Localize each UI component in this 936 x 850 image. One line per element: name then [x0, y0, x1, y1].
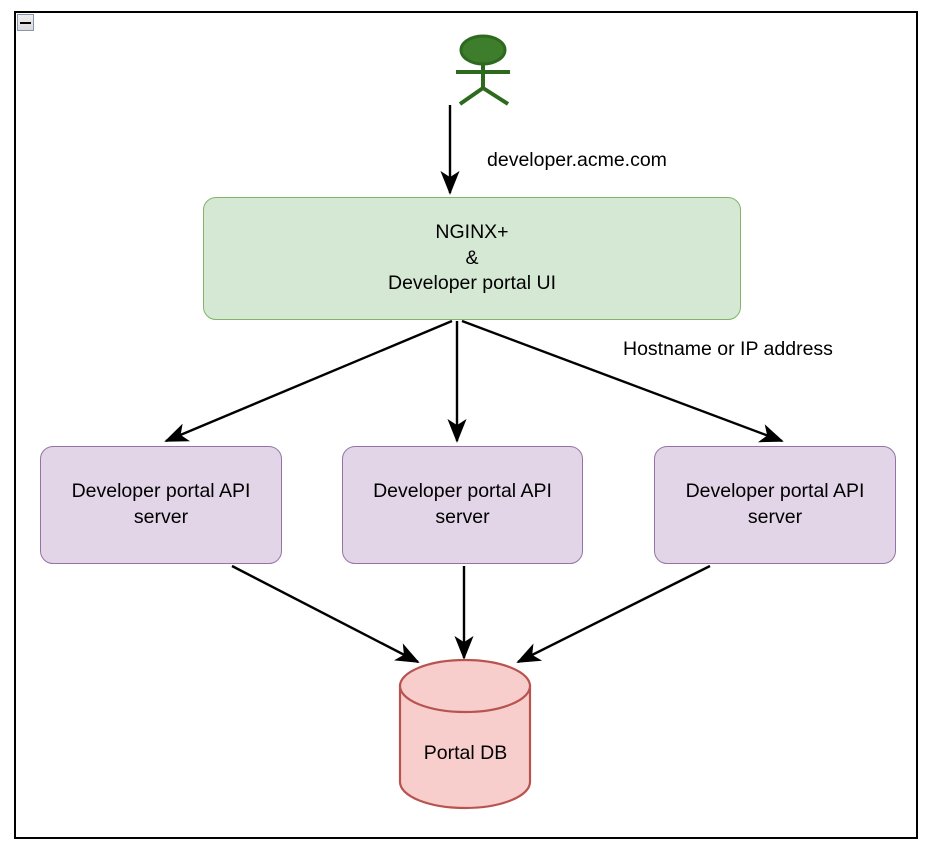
edge-label-hostname-or-ip: Hostname or IP address: [623, 338, 833, 360]
node-api-server-2-label: Developer portal API server: [373, 480, 552, 528]
node-nginx-developer-portal-ui[interactable]: NGINX+ & Developer portal UI: [203, 197, 741, 320]
collapse-toggle-button[interactable]: [17, 14, 34, 31]
diagram-frame: [14, 11, 918, 839]
node-api-server-3[interactable]: Developer portal API server: [654, 446, 896, 564]
node-nginx-label: NGINX+ & Developer portal UI: [388, 220, 556, 295]
node-api-server-1[interactable]: Developer portal API server: [40, 446, 282, 564]
node-api-server-2[interactable]: Developer portal API server: [342, 446, 583, 564]
node-portal-db-label: Portal DB: [423, 742, 508, 764]
node-api-server-1-label: Developer portal API server: [71, 480, 251, 528]
edge-label-developer-domain: developer.acme.com: [487, 149, 667, 171]
minus-icon: [20, 22, 31, 24]
node-api-server-3-label: Developer portal API server: [685, 480, 865, 528]
